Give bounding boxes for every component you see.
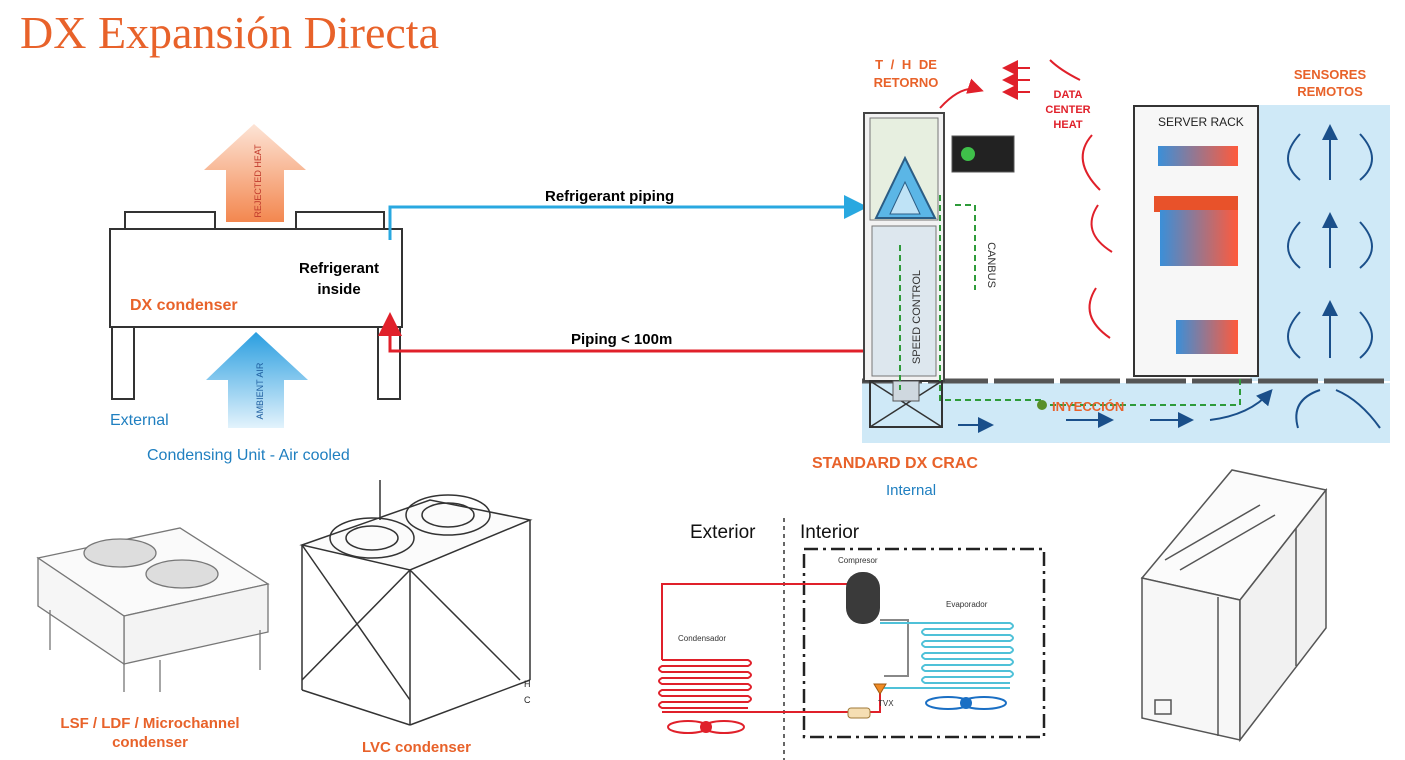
external-label: External <box>110 412 169 429</box>
refrigerant-pipe-bottom <box>378 312 865 353</box>
evaporator-label: Evaporador <box>946 600 988 609</box>
crac-caption: STANDARD DX CRAC <box>812 455 978 472</box>
condenser-fan-left <box>124 211 216 231</box>
rejected-heat-arrow <box>204 124 306 222</box>
rack-server-3 <box>1176 320 1238 354</box>
canbus-label: CANBUS <box>985 242 997 288</box>
filter-drier <box>847 707 871 719</box>
ambient-air-label: AMBIENT AIR <box>255 362 265 420</box>
dx-condenser-label: DX condenser <box>130 297 238 314</box>
refrigerant-piping-label: Refrigerant piping <box>545 188 675 205</box>
refrigerant-pipe-top <box>388 195 868 240</box>
crac-blower <box>892 380 920 402</box>
condenser-coil <box>658 659 752 709</box>
refrigerant-inside-label: Refrigerant inside <box>298 260 380 298</box>
ambient-air-label-wrap: AMBIENT AIR <box>246 363 274 422</box>
lvc-condenser-drawing <box>299 480 533 726</box>
data-center-room <box>862 59 1390 443</box>
speed-control-label: SPEED CONTROL <box>911 269 923 365</box>
interior-label: Interior <box>800 522 860 543</box>
ambient-air-arrow <box>206 332 308 428</box>
exterior-label: Exterior <box>690 522 756 543</box>
heat-return-arrows <box>939 59 1113 339</box>
return-th-label: T / H DE RETORNO <box>873 57 939 90</box>
lvc-side-marks: H C <box>524 679 531 705</box>
raised-floor-plenum <box>862 383 1390 443</box>
condensing-unit-caption: Condensing Unit - Air cooled <box>147 447 350 464</box>
rejected-heat-label: REJECTED HEAT <box>253 144 263 218</box>
condenser-body <box>109 228 403 328</box>
remote-sensors-label: SENSORES REMOTOS <box>1293 67 1367 99</box>
condenser-fan-right <box>295 211 385 231</box>
rack-server-1 <box>1158 146 1238 166</box>
lvc-condenser-label: LVC condenser <box>362 739 471 756</box>
rejected-heat-label-wrap: REJECTED HEAT <box>244 144 272 220</box>
evaporator-coil <box>921 622 1014 684</box>
lsf-condenser-label: LSF / LDF / Microchannel condenser <box>60 715 240 751</box>
rack-server-2 <box>1160 210 1238 266</box>
lsf-condenser-drawing <box>36 527 270 692</box>
page-title: DX Expansión Directa <box>20 7 439 58</box>
cold-air-arrows <box>958 124 1381 433</box>
crac-unit-drawing <box>1140 469 1328 743</box>
internal-label: Internal <box>886 482 937 499</box>
compressor <box>846 572 880 624</box>
cold-aisle <box>1250 105 1390 381</box>
injection-label: INYECCIÓN <box>1052 399 1125 414</box>
piping-length-label: Piping < 100m <box>571 331 673 348</box>
tvx-label: TVX <box>878 699 894 708</box>
condenser-leg-left <box>111 326 135 400</box>
crac-lower-section <box>871 225 937 377</box>
interior-boundary <box>802 547 1046 739</box>
server-rack-label: SERVER RACK <box>1158 115 1244 129</box>
condenser-cycle-label: Condensador <box>678 634 727 643</box>
refrigeration-cycle <box>658 518 1046 760</box>
condensing-unit <box>109 124 403 428</box>
expansion-valve <box>873 683 887 695</box>
compressor-label: Compresor <box>838 556 878 565</box>
data-center-heat-label: DATA CENTER HEAT <box>1045 89 1091 131</box>
